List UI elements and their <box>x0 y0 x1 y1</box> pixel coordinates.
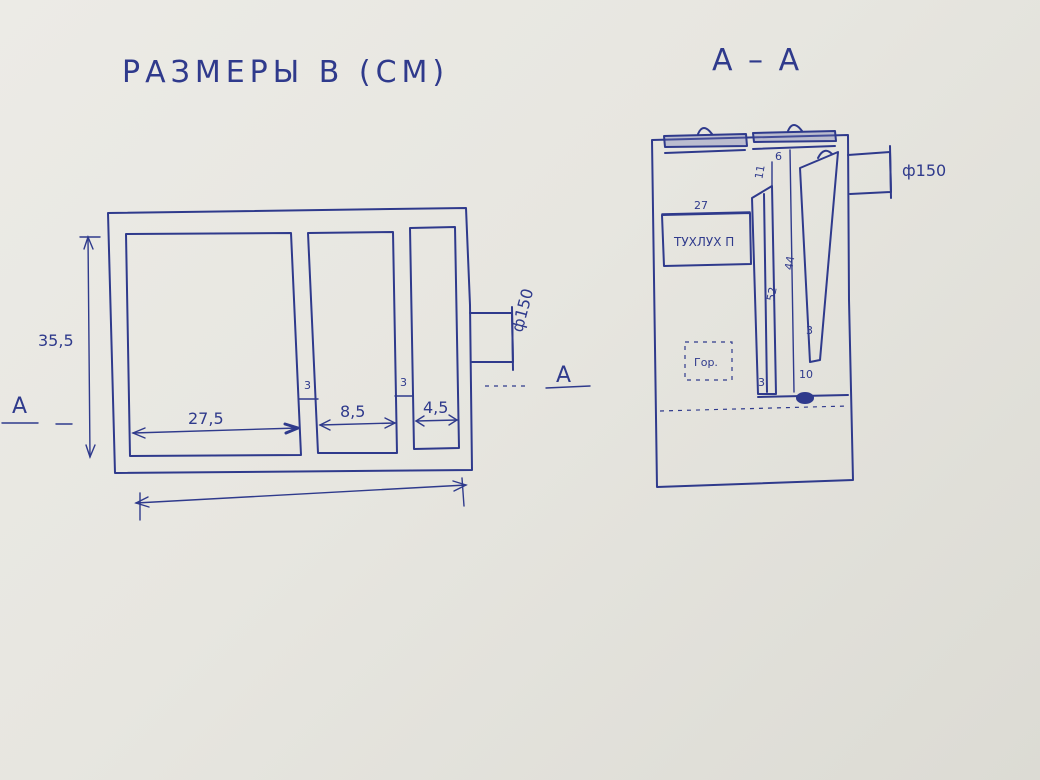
partition1-label: 3 <box>304 379 311 392</box>
box-label: ТУХЛУХ П <box>673 235 734 249</box>
overall-width-ext-right <box>461 477 465 507</box>
outer-outline <box>107 207 473 474</box>
bottom-gap-label: 10 <box>799 368 813 381</box>
box-width-dim-line <box>661 211 751 215</box>
section-view: А – А ф150 11 6 44 52 3 3 10 27 ТУХЛУХ <box>651 43 946 488</box>
comp3-dim-line <box>415 419 458 422</box>
lid-left <box>663 133 748 148</box>
comp2-dim-line <box>319 422 396 426</box>
comp2-arrow-right <box>384 417 397 429</box>
section-outline <box>651 134 854 488</box>
channel-height-label: 44 <box>782 255 797 271</box>
height-dim-line <box>87 236 91 458</box>
plan-pipe-label: ф150 <box>508 286 538 334</box>
plan-view: РАЗМЕРЫ В (СМ) ф150 35,5 27,5 8,5 4 <box>1 55 591 521</box>
flue-damper <box>817 149 833 159</box>
section-pipe-flange <box>889 145 892 199</box>
burner-label: Гор. <box>694 356 718 369</box>
comp3-arrow-right <box>448 414 459 426</box>
wall-right-label: 3 <box>806 324 813 337</box>
section-pipe <box>847 151 892 195</box>
flue-channel-left <box>751 185 777 395</box>
inner-height-label: 52 <box>764 286 779 302</box>
channel-dim-line <box>789 149 795 393</box>
water-level-line <box>659 405 849 412</box>
section-mark-left: А <box>12 394 27 419</box>
lid-right-handle <box>787 124 803 132</box>
compartment-3 <box>409 226 460 450</box>
lid-right-underline <box>752 145 836 150</box>
compartment-2 <box>307 231 398 454</box>
comp3-arrow-left <box>414 415 425 427</box>
comp2-dim-label: 8,5 <box>340 402 365 421</box>
section-title: А – А <box>712 43 802 78</box>
lid-right <box>752 130 837 143</box>
plan-title: РАЗМЕРЫ В (СМ) <box>122 55 449 90</box>
comp1-dim-line <box>132 427 299 434</box>
partition2-label: 3 <box>400 376 407 389</box>
section-mark-right: А <box>556 363 571 388</box>
comp2-arrow-left <box>318 419 331 431</box>
burner-box <box>684 341 733 381</box>
plan-pipe <box>469 312 514 363</box>
compartment-1 <box>125 232 302 457</box>
plan-pipe-flange <box>511 306 514 371</box>
wall-bottom-label: 3 <box>758 376 765 389</box>
box-width-label: 27 <box>694 199 708 212</box>
section-pipe-label: ф150 <box>902 161 946 180</box>
drain-plug <box>796 392 814 404</box>
lid-left-underline <box>664 149 746 154</box>
comp1-arrow-left <box>131 427 146 439</box>
section-box <box>661 212 752 267</box>
comp1-arrow-right <box>283 422 300 435</box>
overall-width-arrow-right <box>452 480 468 492</box>
height-dim-label: 35,5 <box>38 331 74 350</box>
overall-width-dim-line <box>135 484 467 504</box>
comp3-dim-label: 4,5 <box>423 398 448 417</box>
overall-width-arrow-left <box>134 496 150 508</box>
height-dim-arrow-bottom <box>85 444 96 459</box>
comp1-dim-label: 27,5 <box>188 409 224 428</box>
flue-channel-right <box>799 151 839 363</box>
lid-left-handle <box>697 127 713 135</box>
top-gap-label: 11 <box>752 164 767 180</box>
top-offset-label: 6 <box>775 150 782 163</box>
section-mark-right-line <box>545 385 591 389</box>
flue-channel-left-inner <box>763 193 768 393</box>
